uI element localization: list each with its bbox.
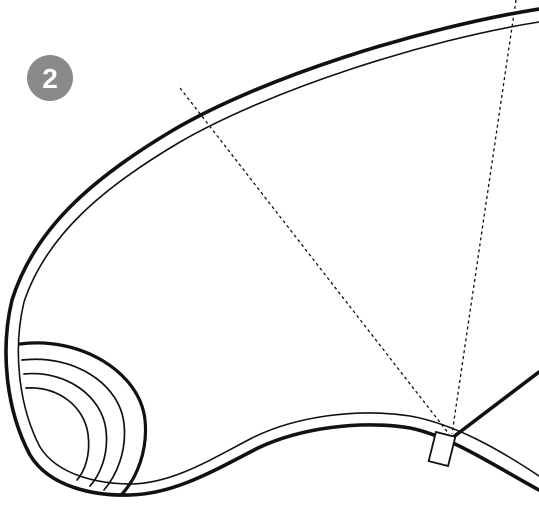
guide-line-left — [180, 88, 449, 434]
strap-line — [452, 372, 539, 438]
step-number: 2 — [42, 63, 58, 94]
fold-arc-middle — [22, 359, 124, 490]
fold-arcs — [20, 343, 145, 494]
rim-inner-line — [18, 22, 539, 484]
clip-icon — [429, 432, 456, 466]
fold-arc-inner — [26, 388, 89, 480]
step-badge: 2 — [27, 55, 73, 101]
guide-line-right — [452, 0, 516, 434]
rim-outer-line — [6, 9, 539, 495]
